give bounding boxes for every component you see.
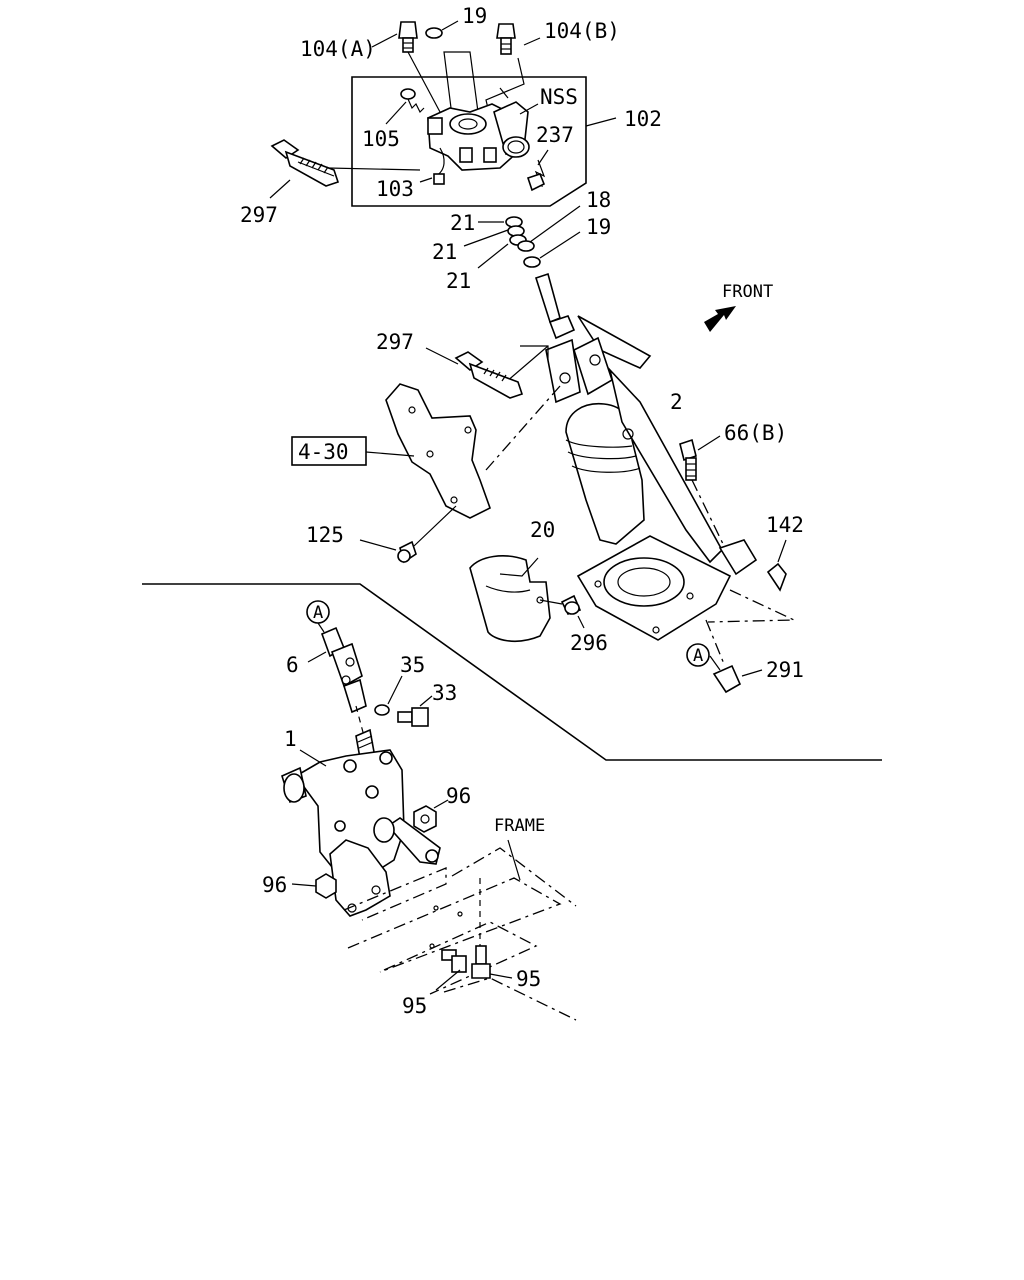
label-20: 20 [530,518,555,542]
parts-18-19-rings [517,205,581,268]
label-circle-a-1: A [693,646,703,666]
label-19-b: 19 [586,215,611,239]
label-297-top: 297 [240,203,278,227]
label-296: 296 [570,631,608,655]
label-2: 2 [670,390,683,414]
part-95-bolt-left [435,949,467,991]
label-6: 6 [286,653,299,677]
part-291-clip [709,655,763,694]
part-296-grommet [539,594,585,629]
part-20-shield [469,555,551,643]
label-nss: NSS [540,85,578,109]
part-96-nut-right [413,799,449,833]
label-297-mid: 297 [376,330,414,354]
part-104b-bolt [485,23,525,118]
label-237: 237 [536,123,574,147]
box-4-30 [291,436,367,466]
part-142-clip [766,539,787,592]
label-21-b: 21 [432,240,457,264]
part-95-bolt-right [471,945,513,979]
label-19-top: 19 [462,4,487,28]
part-125-screw [359,505,457,564]
part-297-cable-tie-mid [425,347,524,399]
label-105: 105 [362,127,400,151]
part-66b-bolt [679,435,725,547]
label-104b: 104(B) [544,19,620,43]
label-35: 35 [400,653,425,677]
part-104a-bolt [398,21,441,113]
label-66b: 66(B) [724,421,787,445]
label-21-a: 21 [450,211,475,235]
label-96-a: 96 [446,784,471,808]
part-19-oring-top [425,20,459,39]
valve-body-nss [427,101,530,171]
part-6-joint [307,622,367,714]
circle-a-marker-1 [686,643,710,667]
label-125: 125 [306,523,344,547]
part-96-nut-left [291,873,337,899]
label-104a: 104(A) [300,37,376,61]
label-103: 103 [376,177,414,201]
part-2-steering-column [534,272,758,641]
part-35-ring [374,675,403,716]
assembly-102-box [351,76,587,207]
label-95-b: 95 [516,967,541,991]
label-33: 33 [432,681,457,705]
part-297-cable-tie-top [269,139,421,199]
label-95-a: 95 [402,994,427,1018]
part-237-screw [526,149,549,192]
label-frame: FRAME [494,816,545,836]
label-front: FRONT [722,282,773,302]
label-18: 18 [586,188,611,212]
label-291: 291 [766,658,804,682]
label-102: 102 [624,107,662,131]
part-1-steering-gear [281,728,441,917]
part-4-30-cover [365,383,491,519]
part-33-bolt [397,695,433,727]
label-4-30: 4-30 [298,440,349,464]
front-arrow-icon [704,306,736,332]
label-142: 142 [766,513,804,537]
section-divider [142,583,882,761]
part-105-screw [385,88,425,125]
label-circle-a-2: A [313,603,323,623]
label-21-c: 21 [446,269,471,293]
label-1: 1 [284,727,297,751]
label-96-b: 96 [262,873,287,897]
part-103-wire [419,147,445,185]
